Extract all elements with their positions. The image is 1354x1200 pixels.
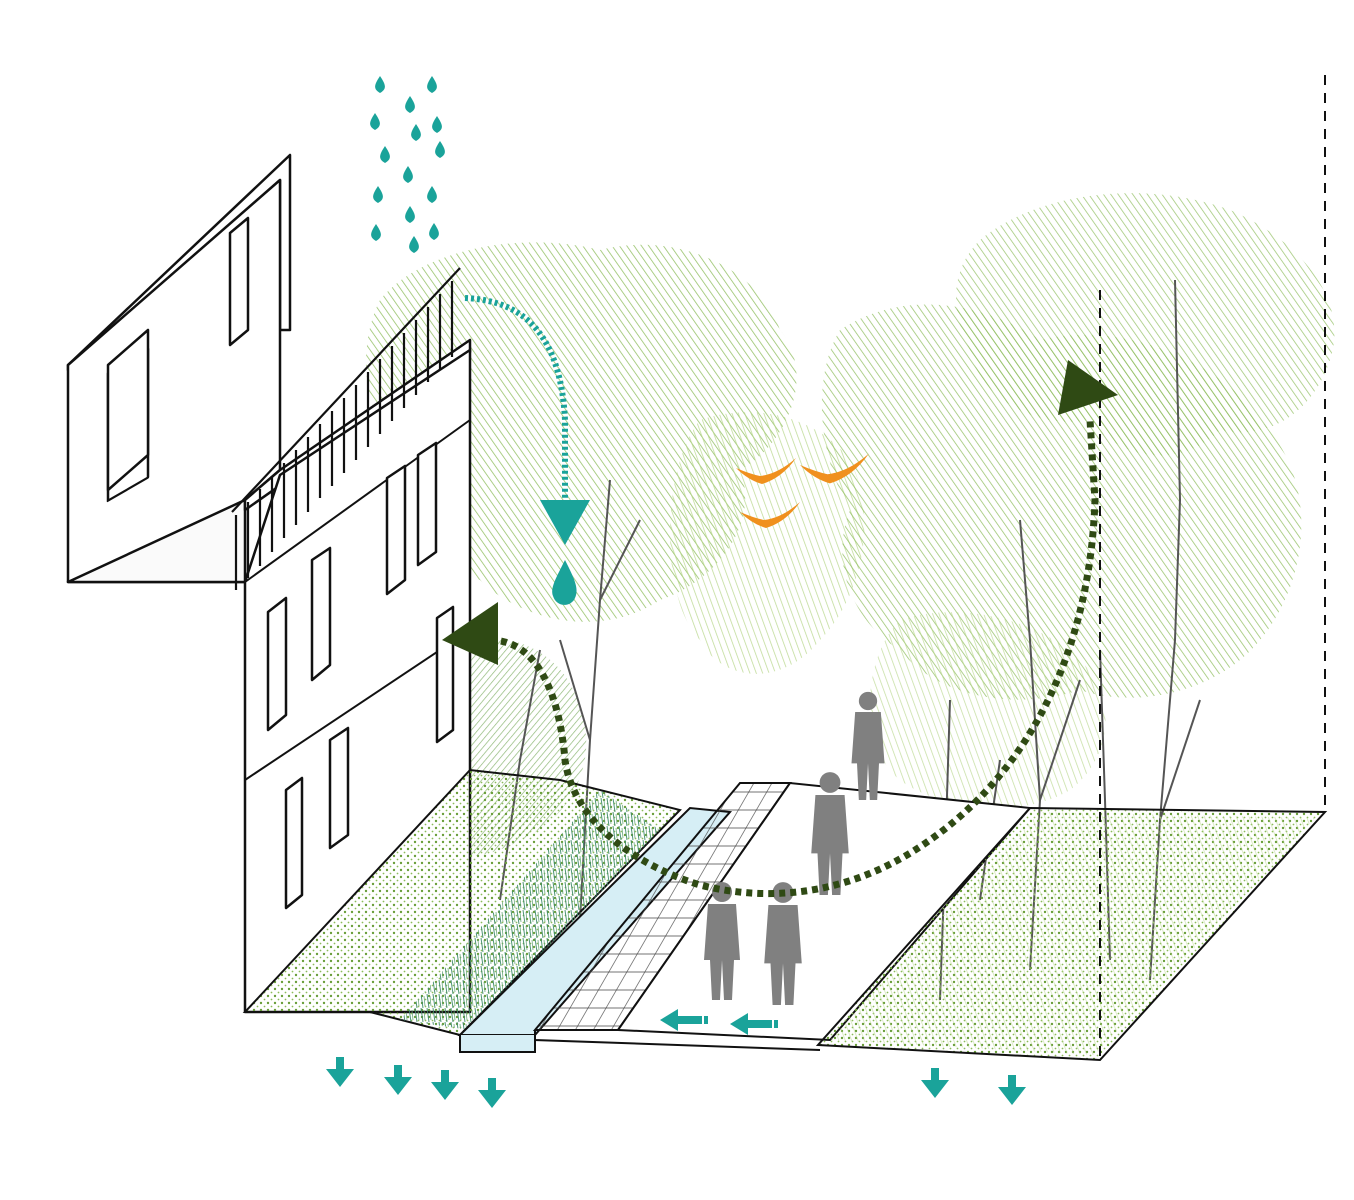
window (416, 441, 438, 567)
channel-edge (459, 1035, 536, 1053)
raindrop-icon (371, 224, 381, 241)
water-flow (464, 295, 590, 605)
rainwater-flow-line (464, 295, 568, 500)
raindrop-icon (405, 96, 415, 113)
person-silhouette-icon (851, 691, 885, 800)
bird-icon (800, 453, 869, 484)
rain-group (370, 76, 445, 253)
raindrop-icon (375, 76, 385, 93)
air-flow-curve (489, 419, 1099, 897)
raindrop-icon (432, 116, 442, 133)
birds-group (736, 453, 869, 528)
ground (242, 768, 1328, 1062)
raindrop-icon (429, 223, 439, 240)
down-arrow-icon (478, 1078, 506, 1108)
raindrop-icon (370, 113, 380, 130)
path-edge (534, 1030, 821, 1051)
building-upper-floor (66, 498, 247, 584)
tree-canopies (284, 193, 1335, 859)
person-silhouette-icon (811, 772, 849, 895)
runoff-arrows (660, 1009, 778, 1035)
window (266, 596, 288, 732)
raindrop-icon (373, 186, 383, 203)
water-droplet-icon (552, 560, 577, 605)
person-silhouette-icon (764, 882, 802, 1005)
raindrop-icon (405, 206, 415, 223)
window (228, 216, 250, 347)
down-arrow-icon (431, 1070, 459, 1100)
left-arrow-icon (660, 1009, 708, 1031)
window (310, 546, 332, 682)
down-arrow-icon (921, 1068, 949, 1098)
bird-icon (740, 502, 800, 528)
down-arrow-icon (326, 1057, 354, 1087)
infiltration-arrows (326, 1057, 1026, 1108)
raindrop-icon (380, 146, 390, 163)
canopy-lower-right (870, 612, 1106, 809)
air-arrow-icon (442, 602, 498, 665)
down-arrow-icon (384, 1065, 412, 1095)
down-arrow-icon (998, 1075, 1026, 1105)
window (328, 726, 350, 850)
people-group (704, 691, 885, 1005)
bird-icon (736, 458, 796, 484)
raindrop-icon (427, 76, 437, 93)
raindrop-icon (409, 236, 419, 253)
window (106, 328, 150, 492)
terrace-railing (231, 267, 461, 590)
canopy-center (670, 412, 865, 674)
raindrop-icon (411, 124, 421, 141)
raindrop-icon (403, 166, 413, 183)
window (435, 605, 455, 744)
window (385, 464, 407, 596)
right-bed-grass (830, 812, 1315, 1055)
air-arrow-icon (1058, 360, 1118, 415)
window (284, 776, 304, 910)
raindrop-icon (435, 141, 445, 158)
canopy-right-main (821, 304, 1302, 700)
air-flow (442, 360, 1118, 897)
section-lines (1099, 75, 1326, 1060)
water-arrow-icon (540, 500, 590, 545)
reed-planting (400, 790, 660, 1030)
left-arrow-icon (730, 1013, 778, 1035)
raindrop-icon (427, 186, 437, 203)
